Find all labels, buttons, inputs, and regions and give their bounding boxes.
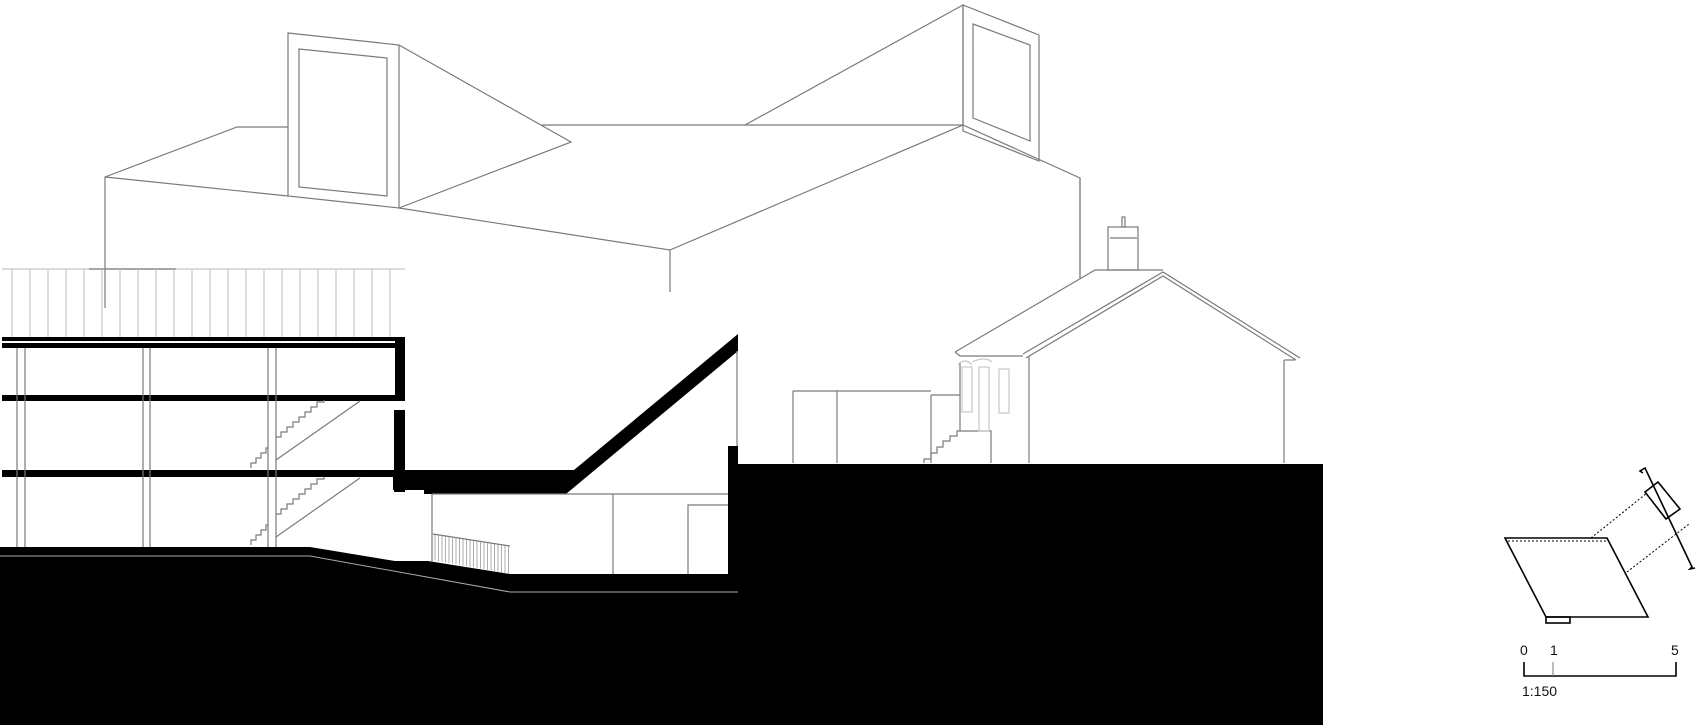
neighbour-house bbox=[792, 178, 1301, 463]
scale-tick-0: 0 bbox=[1520, 642, 1528, 658]
left-building-section bbox=[2, 337, 405, 547]
scale-tick-5: 5 bbox=[1671, 642, 1679, 658]
scale-label: 1:150 bbox=[1522, 683, 1558, 699]
background-buildings bbox=[104, 3, 1081, 308]
middle-section bbox=[0, 334, 1323, 725]
scale-bar bbox=[1523, 662, 1677, 677]
scale-tick-1: 1 bbox=[1550, 642, 1558, 658]
roof-railing bbox=[2, 268, 405, 337]
key-plan bbox=[1503, 466, 1696, 624]
